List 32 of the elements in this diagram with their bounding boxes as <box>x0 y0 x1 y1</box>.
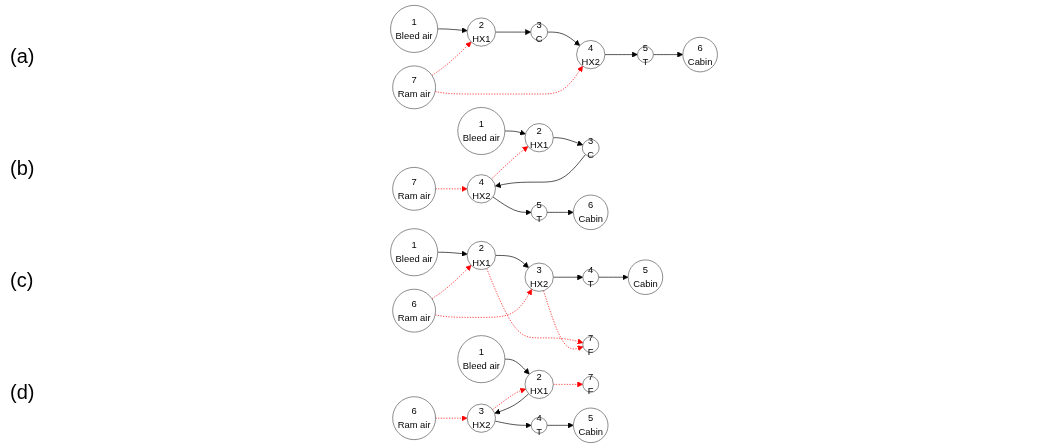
node-circle: 5 T <box>530 204 548 221</box>
node-circle: 6 Ram air <box>392 288 436 333</box>
node-circle: 4 T <box>582 268 599 286</box>
panel-label: (c) <box>10 268 35 292</box>
node-circle: 3 C <box>581 139 600 157</box>
node-circle: 5 Cabin <box>627 259 664 295</box>
node-circle: 3 C <box>530 23 548 41</box>
node-circle: 1 Bleed air <box>390 228 438 277</box>
node-circle: 1 Bleed air <box>457 335 506 384</box>
panel-label: (d) <box>10 380 36 404</box>
node-circle: 4 HX2 <box>576 40 606 70</box>
node-circle: 2 HX1 <box>466 240 496 270</box>
node-circle: 2 HX1 <box>524 369 554 399</box>
node-circle: 5 T <box>637 46 654 63</box>
node-circle: 7 F <box>582 336 599 353</box>
node-circle: 6 Cabin <box>682 36 718 73</box>
node-circle: 7 F <box>582 376 599 393</box>
node-circle: 2 HX1 <box>524 123 554 153</box>
node-circle: 7 Ram air <box>392 65 436 110</box>
node-circle: 3 HX2 <box>466 403 496 433</box>
node-circle: 4 T <box>530 417 548 434</box>
panel-label: (a) <box>10 44 36 68</box>
node-circle: 5 Cabin <box>573 407 609 443</box>
node-circle: 2 HX1 <box>466 17 496 47</box>
node-circle: 1 Bleed air <box>457 107 506 155</box>
panel-label: (b) <box>10 156 36 180</box>
node-circle: 6 Cabin <box>573 194 609 230</box>
node-circle: 7 Ram air <box>392 167 436 211</box>
node-circle: 4 HX2 <box>466 174 496 204</box>
node-circle: 6 Ram air <box>392 396 436 440</box>
node-circle: 3 HX2 <box>524 262 554 292</box>
node-circle: 1 Bleed air <box>390 5 438 53</box>
